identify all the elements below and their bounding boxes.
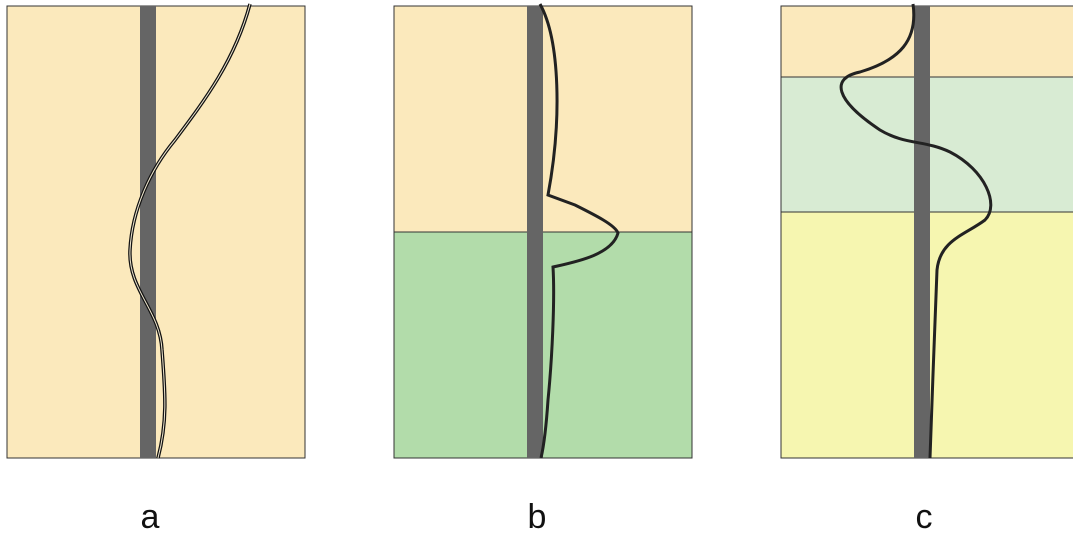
panel-a-log-curve-highlight [129, 3, 251, 459]
panel-a-borehole [140, 6, 156, 458]
panel-b-log-curve [538, 3, 620, 459]
panel-c-borehole [914, 6, 930, 458]
panel-a-label: a [140, 498, 160, 536]
panel-c [780, 3, 1073, 459]
panel-b-borehole [527, 6, 543, 458]
panel-c-log-curve [839, 3, 993, 459]
panel-c-label: c [915, 498, 933, 536]
panel-b [393, 3, 693, 459]
panel-b-label: b [527, 498, 547, 536]
panel-a [6, 3, 306, 459]
